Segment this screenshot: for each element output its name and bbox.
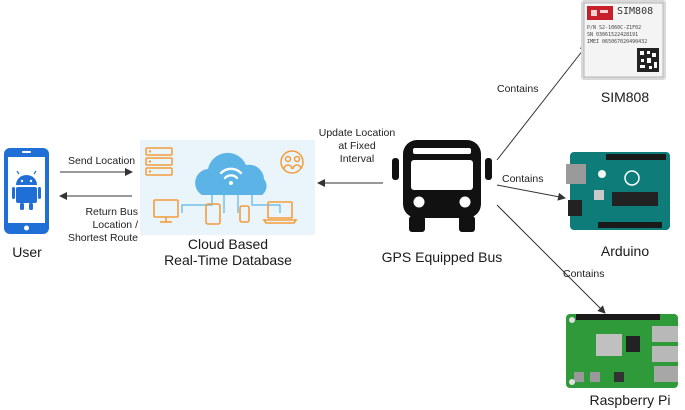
update-location-label: Update Location at Fixed Interval — [312, 127, 402, 166]
user-phone-icon — [3, 147, 50, 235]
raspberry-pi-board-image — [566, 312, 682, 390]
cloud-label-line1: Cloud Based — [187, 236, 269, 252]
sim808-chip-imei: IMEI 065067020490432 — [587, 39, 648, 45]
contains-sim-arrow — [496, 44, 588, 161]
cloud-label: Cloud Based Real-Time Database — [150, 236, 306, 268]
contains-sim-label: Contains — [497, 83, 539, 95]
return-label-line2: Location / — [92, 219, 138, 231]
update-label-line1: Update Location — [318, 127, 396, 139]
sim808-module-image: SIM808 P/N S2-1060C-Z1F02 SN 03061522428… — [581, 0, 666, 80]
contains-pi-label: Contains — [563, 268, 605, 280]
return-location-label: Return Bus Location / Shortest Route — [60, 206, 138, 245]
contains-pi-arrow — [496, 204, 606, 314]
bus-label: GPS Equipped Bus — [381, 249, 503, 265]
update-label-line3: Interval — [339, 153, 375, 165]
cloud-label-line2: Real-Time Database — [164, 252, 292, 268]
send-location-label: Send Location — [68, 155, 136, 167]
user-label: User — [12, 244, 42, 260]
return-label-line3: Shortest Route — [67, 232, 138, 244]
sim808-label: SIM808 — [600, 89, 650, 105]
cloud-database-illustration — [140, 140, 315, 235]
arduino-label: Arduino — [600, 243, 650, 259]
sim808-chip-title: SIM808 — [617, 6, 654, 17]
arduino-board-image — [566, 150, 672, 232]
raspberry-pi-label: Raspberry Pi — [589, 392, 671, 408]
contains-arduino-label: Contains — [502, 173, 544, 185]
bus-icon — [389, 138, 495, 234]
sim808-chip-pn: P/N S2-1060C-Z1F02 — [587, 25, 642, 31]
update-label-line2: at Fixed — [338, 140, 376, 152]
return-label-line1: Return Bus — [85, 206, 138, 218]
sim808-chip-sn: SN 03061522428191 — [587, 32, 639, 38]
contains-arduino-arrow — [496, 184, 566, 201]
